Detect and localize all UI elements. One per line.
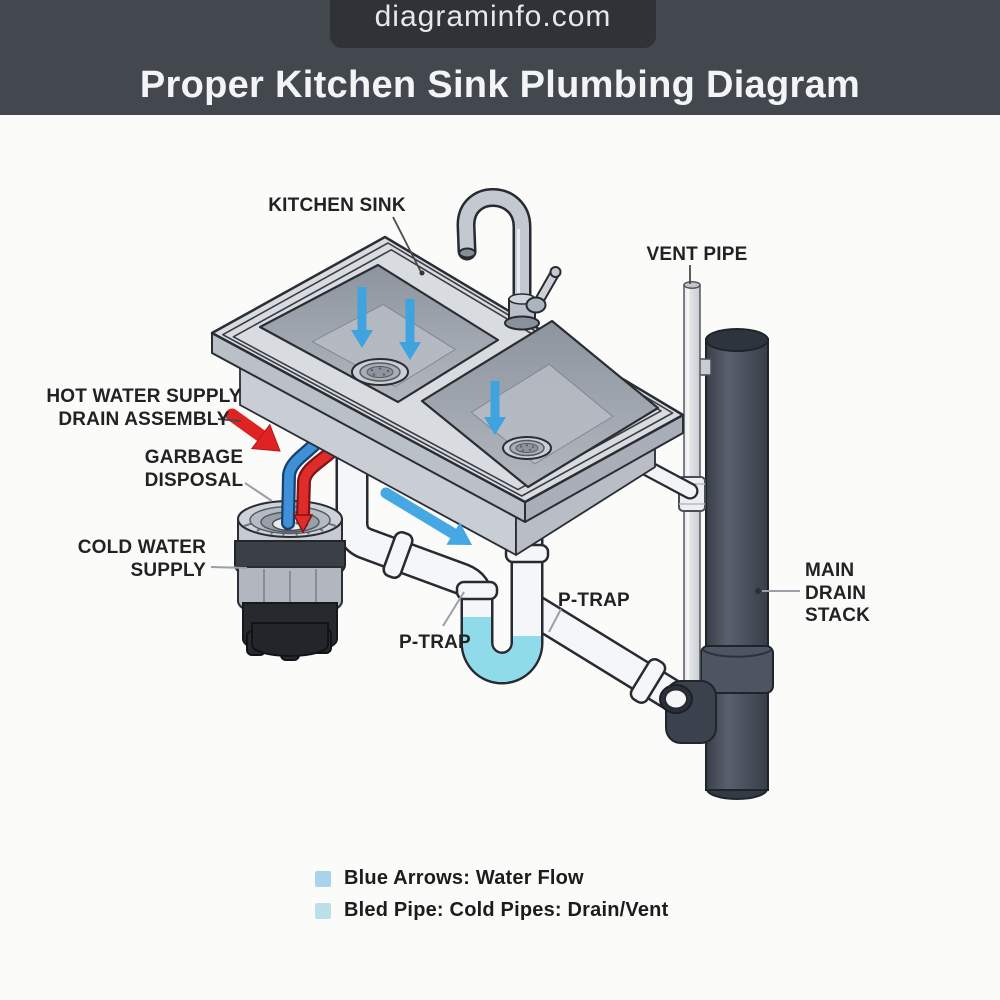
water-flow-arrow-drain [380,487,472,545]
p-trap-right-leader [548,608,562,633]
label-cold-water-supply: COLD WATER SUPPLY [77,537,206,581]
diagram-stage: KITCHEN SINK VENT PIPE HOT WATER SUPPLY … [0,115,1000,1000]
site-badge: diagraminfo.com [330,0,656,48]
leader-lines [210,216,800,633]
faucet-handle [549,266,562,278]
garbage-disposal-leader [244,482,273,502]
legend-item-water-flow: Blue Arrows: Water Flow [315,867,668,890]
header-bar: diagraminfo.com Proper Kitchen Sink Plum… [0,0,1000,115]
drain-outlet-pipe [523,594,689,715]
legend-text: Bled Pipe: Cold Pipes: Drain/Vent [344,899,669,921]
cold-water-leader [210,566,248,569]
kitchen-sink-illustration [210,188,685,556]
trap-water [463,617,541,682]
label-garbage-disposal: GARBAGE DISPOSAL [144,447,244,491]
p-trap-left-leader [442,591,465,627]
label-main-drain-stack: MAIN DRAIN STACK [805,560,871,626]
right-bowl-drain [502,436,552,460]
legend-swatch-blue [315,870,331,887]
kitchen-sink-leader [392,216,425,276]
faucet-spout [458,247,477,259]
legend-swatch-lightblue [315,902,331,919]
plumbing-diagram-illustration [210,188,800,800]
label-p-trap-left: P-TRAP [399,632,471,653]
legend: Blue Arrows: Water Flow Bled Pipe: Cold … [315,867,668,922]
label-kitchen-sink: KITCHEN SINK [268,195,406,216]
label-vent-pipe: VENT PIPE [646,244,748,265]
legend-item-pipes: Bled Pipe: Cold Pipes: Drain/Vent [315,899,668,922]
main-stack-leader [755,588,800,594]
drain-assembly-leader [217,418,242,422]
label-p-trap-right: P-TRAP [558,590,630,611]
page-title: Proper Kitchen Sink Plumbing Diagram [139,64,861,106]
site-name: diagraminfo.com [374,0,612,33]
left-bowl-drain [351,358,409,386]
hot-water-arrow [225,408,281,452]
faucet [456,188,562,331]
label-hot-water-supply: HOT WATER SUPPLY DRAIN ASSEMBLY [46,386,242,430]
stack-tee-fitting [659,680,717,744]
water-flow-arrows-bowls [351,287,506,435]
legend-text: Blue Arrows: Water Flow [344,867,584,889]
